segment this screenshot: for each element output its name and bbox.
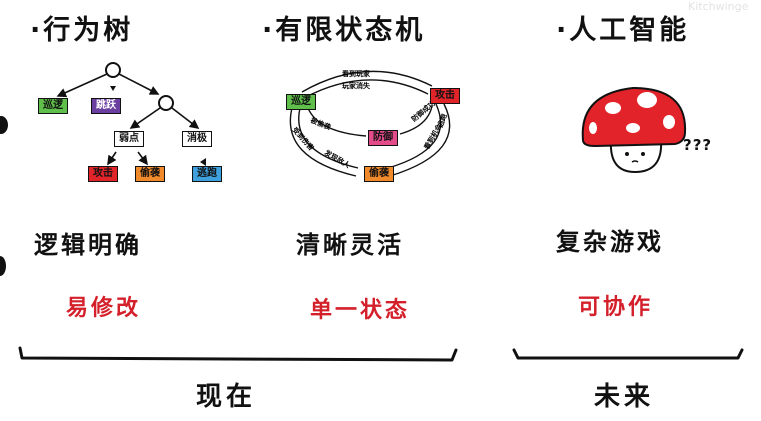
behavior-tree-title: ·行为树 (30, 15, 134, 46)
edge-blob-upper (0, 116, 8, 134)
watermark-text: Kitchwinge (688, 0, 749, 13)
state-defend: 防御 (368, 130, 398, 146)
root-node (105, 62, 121, 78)
ai-tag: 可协作 (578, 295, 654, 320)
fsm-diagram: 看到玩家 玩家消失 被偷袭 受到伤害 发现敌人 防御成功 看到机会 逃跑 巡逻 … (278, 62, 478, 187)
state-sneak-attack: 偷袭 (364, 166, 394, 182)
fsm-edges: 看到玩家 玩家消失 被偷袭 受到伤害 发现敌人 防御成功 看到机会 逃跑 (289, 69, 451, 177)
edge-blob-lower (0, 256, 6, 276)
future-bracket (512, 348, 744, 360)
behavior-tree-description: 逻辑明确 (34, 231, 142, 259)
fsm-tag: 单一状态 (310, 298, 411, 323)
present-bracket (18, 346, 458, 362)
node-sneak-attack: 偷袭 (135, 166, 165, 182)
node-jump: 跳跃 (91, 98, 121, 114)
behavior-tree-tag: 易修改 (66, 296, 142, 321)
behavior-tree-edges (56, 62, 206, 166)
fsm-title: ·有限状态机 (262, 15, 426, 46)
node-flee: 逃跑 (192, 166, 222, 182)
state-patrol: 巡逻 (286, 94, 316, 110)
fsm-transition-label: 看到玩家 (342, 69, 371, 78)
state-attack: 攻击 (430, 88, 460, 104)
ai-title: ·人工智能 (556, 15, 690, 46)
node-patrol: 巡逻 (38, 98, 68, 114)
future-label: 未来 (594, 382, 655, 412)
sub-root-node (158, 95, 174, 111)
behavior-tree-diagram: 巡逻 跳跃 弱点 消极 攻击 偷袭 逃跑 (30, 58, 240, 188)
ai-description: 复杂游戏 (556, 228, 664, 256)
question-marks: ??? (683, 136, 713, 154)
present-label: 现在 (196, 382, 257, 412)
node-attack: 攻击 (88, 166, 118, 182)
fsm-transition-label: 玩家消失 (342, 81, 371, 90)
ai-mushroom-illustration: ??? (575, 72, 725, 182)
node-weakpoint: 弱点 (114, 131, 144, 147)
fsm-description: 清晰灵活 (296, 231, 404, 259)
node-passive: 消极 (182, 131, 212, 147)
mushroom-icon (581, 86, 687, 174)
